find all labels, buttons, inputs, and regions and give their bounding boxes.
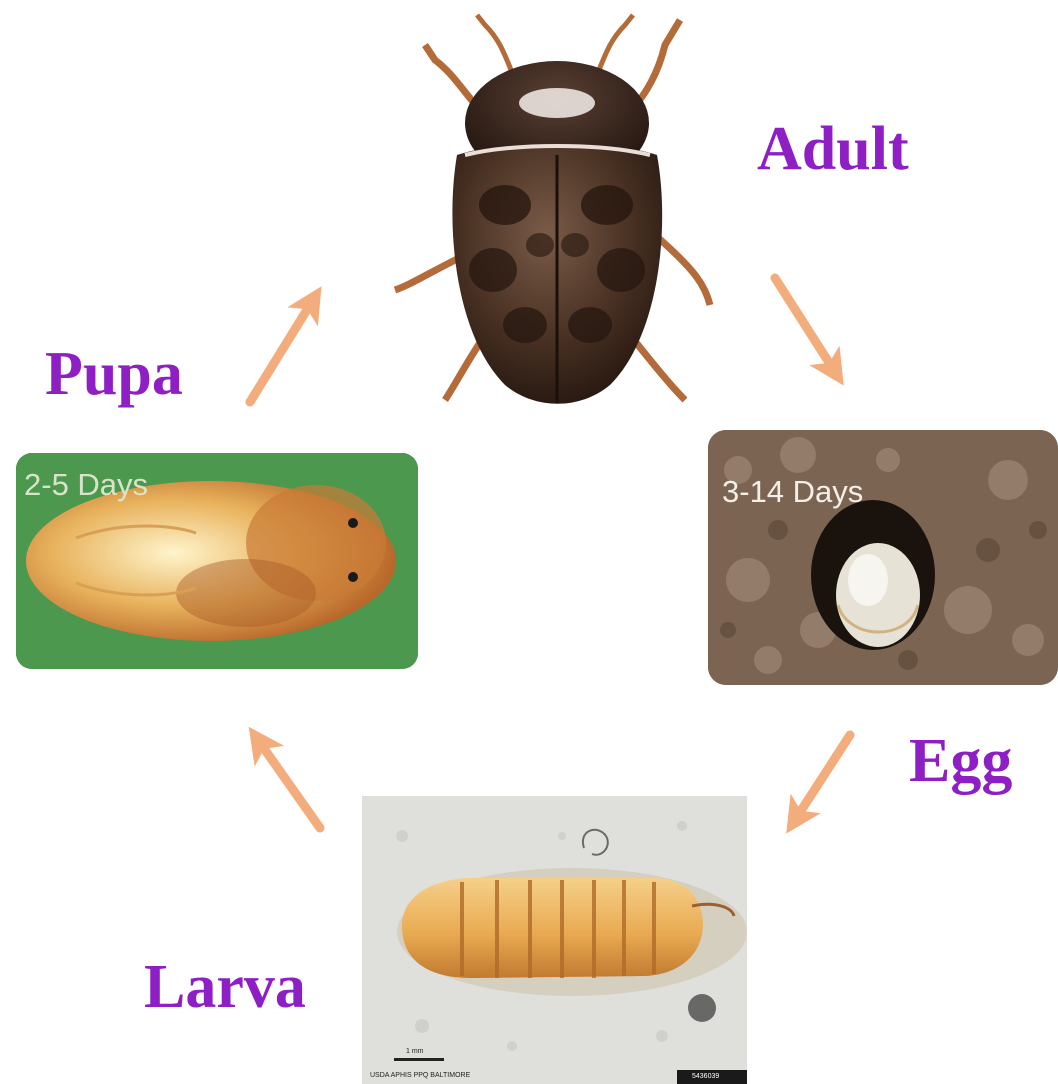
pupa-duration-text: 2-5 Days xyxy=(24,467,148,503)
stage-label-pupa: Pupa xyxy=(45,343,183,405)
arrow-egg-to-larva xyxy=(795,735,850,820)
adult-beetle-illustration xyxy=(385,5,725,415)
egg-duration-text: 3-14 Days xyxy=(722,474,863,510)
carpet-beetle-adult-icon xyxy=(385,5,725,415)
larva-image-number: 5436039 xyxy=(692,1073,719,1080)
stage-label-adult: Adult xyxy=(757,118,909,180)
larva-scale-label: 1 mm xyxy=(406,1048,424,1055)
stage-label-egg: Egg xyxy=(909,730,1012,792)
pupa-photo: 2-5 Days xyxy=(16,453,418,669)
larva-photo: 1 mm USDA APHIS PPQ BALTIMORE 5436039 xyxy=(362,796,747,1084)
larva-icon xyxy=(362,796,747,1084)
egg-icon xyxy=(708,430,1058,685)
arrow-larva-to-pupa xyxy=(258,740,320,828)
larva-credit-text: USDA APHIS PPQ BALTIMORE xyxy=(370,1072,470,1079)
egg-photo: 3-14 Days xyxy=(708,430,1058,685)
arrow-pupa-to-adult xyxy=(250,300,313,402)
arrow-adult-to-egg xyxy=(775,278,835,372)
stage-label-larva: Larva xyxy=(144,956,306,1018)
